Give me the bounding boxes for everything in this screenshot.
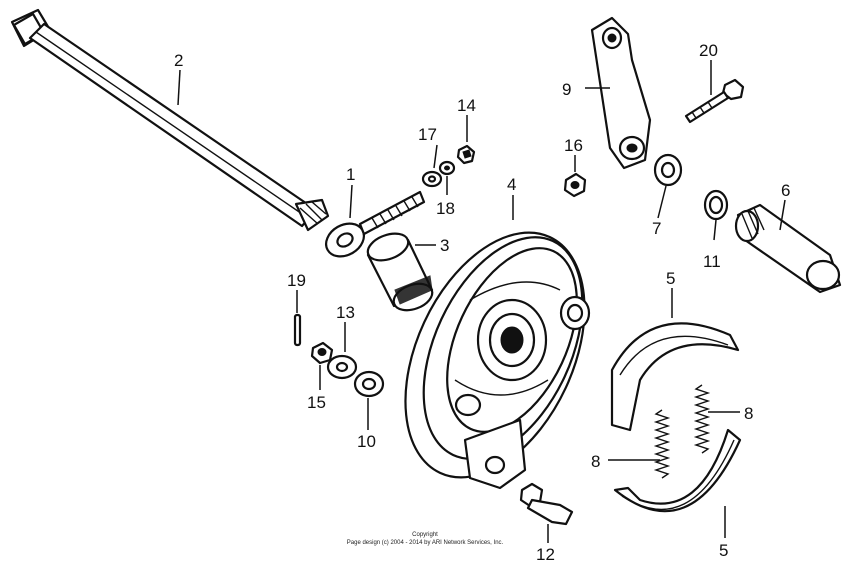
callout-14: 14 [457, 96, 476, 115]
callout-11: 11 [703, 252, 721, 271]
callout-15: 15 [307, 393, 326, 412]
washer-part-18 [438, 160, 456, 176]
brake-shoe-lower-part-5 [613, 428, 742, 513]
nut-part-16 [563, 172, 587, 198]
callout-2: 2 [174, 51, 183, 70]
callout-8-left: 8 [591, 452, 600, 471]
washer-part-17 [421, 170, 443, 188]
callout-20: 20 [699, 41, 718, 60]
callout-10: 10 [357, 432, 376, 451]
callout-3: 3 [440, 236, 449, 255]
brake-panel-part-4 [404, 231, 591, 490]
axle-part-2 [10, 8, 330, 232]
callout-8-right: 8 [744, 404, 753, 423]
nut-part-14 [456, 144, 476, 165]
pivot-bolt-part-12 [519, 482, 574, 526]
brake-arm-part-9 [590, 16, 652, 170]
eye-bolt-part-1 [325, 190, 426, 258]
callout-5-lower: 5 [719, 541, 728, 560]
callout-18: 18 [436, 199, 455, 218]
callout-5-upper: 5 [666, 269, 675, 288]
callout-9: 9 [562, 80, 571, 99]
copyright-line-1: Copyright [412, 532, 438, 538]
spring-part-8-right [693, 384, 711, 454]
callout-16: 16 [564, 136, 583, 155]
spring-part-8-left [653, 409, 671, 479]
nut-part-15 [310, 341, 334, 365]
spacer-part-3 [366, 232, 434, 312]
seal-part-11 [703, 189, 729, 221]
callout-4: 4 [507, 175, 516, 194]
bolt-part-20 [684, 78, 745, 124]
callout-7: 7 [652, 219, 661, 238]
leader-lines [177, 60, 786, 543]
brake-cam-part-6 [734, 203, 842, 294]
pin-part-19 [293, 313, 302, 347]
callout-19: 19 [287, 271, 306, 290]
callout-13: 13 [336, 303, 355, 322]
callout-1: 1 [346, 165, 355, 184]
copyright-line-2: Page design (c) 2004 - 2014 by ARI Netwo… [346, 540, 504, 546]
clip-part-7 [653, 153, 683, 187]
washer-part-10 [353, 370, 385, 398]
callout-17: 17 [418, 125, 437, 144]
washer-part-13 [326, 354, 358, 380]
callout-6: 6 [781, 181, 790, 200]
callout-labels: 2 1 3 4 17 18 14 16 9 20 7 11 6 5 8 8 5 … [174, 41, 790, 564]
brake-shoe-upper-part-5 [610, 322, 740, 432]
callout-12: 12 [536, 545, 555, 564]
